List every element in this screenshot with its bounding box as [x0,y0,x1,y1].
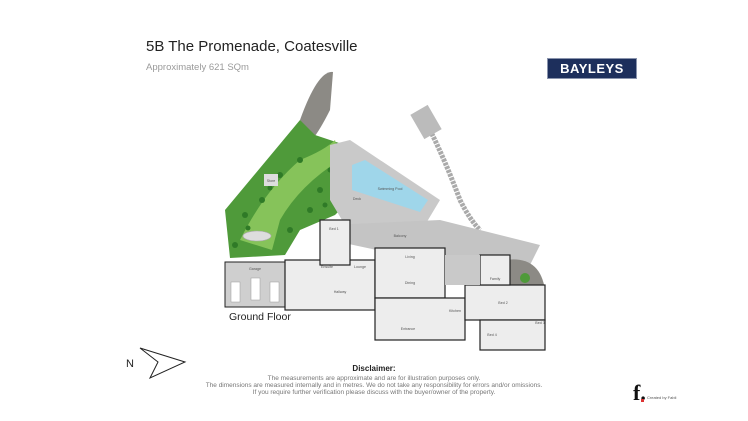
driveway [300,71,333,140]
disclaimer-title: Disclaimer: [352,364,396,373]
swimming-pool [352,160,428,212]
room-label: Bed 1 [329,227,338,231]
store-shed [264,174,278,186]
disclaimer-line: If you require further verification plea… [252,389,496,396]
room-label: Garage [249,267,261,271]
room-label: Bed 3 [535,321,544,325]
disclaimer-line: The dimensions are measured internally a… [205,382,543,389]
disclaimer-line: The measurements are approximate and are… [267,375,481,382]
upper-shed [410,104,442,140]
bed4-wing [479,319,546,351]
entrance-kitchen [374,297,466,341]
fabli-credit: f. Created by Fabli [633,380,676,406]
bayleys-logo: BAYLEYS [547,58,637,79]
room-label: Swimming Pool [378,187,403,191]
room-label: Entrance [401,327,415,331]
logo-text: BAYLEYS [560,61,624,76]
bed1 [319,219,351,266]
credit-text: Created by Fabli [647,395,677,400]
lawn [240,140,340,250]
room-label: Lounge [354,265,366,269]
cars [230,277,280,303]
room-label: Store [267,179,276,183]
logo-dot [641,399,644,402]
deck [330,220,540,265]
room-label: Bed 2 [498,301,507,305]
bedroom-wing [464,284,546,321]
room-label: Balcony [394,234,407,238]
lawn-feature [242,230,272,242]
room-label: Ensuite [321,265,333,269]
fabli-logo: f. [633,380,646,405]
garden-path [427,128,482,232]
north-arrow-icon: N [126,347,187,380]
family [479,254,511,286]
compass-label: N [126,358,134,370]
courtyard-tree [520,273,530,283]
room-label: Kitchen [449,309,461,313]
room-label: Hallway [334,290,347,294]
room-label: Living [405,255,414,259]
room-label: Family [490,277,501,281]
room-label: Deck [353,197,361,201]
page-title: 5B The Promenade, Coatesville [146,38,358,55]
left-wing [284,259,376,311]
living-dining [374,247,446,299]
balcony-room [445,255,480,285]
floor-label: Ground Floor [229,311,291,323]
room-label: Bed 4 [487,333,496,337]
room-label: Dining [405,281,415,285]
floor-area: Approximately 621 SQm [146,62,249,73]
